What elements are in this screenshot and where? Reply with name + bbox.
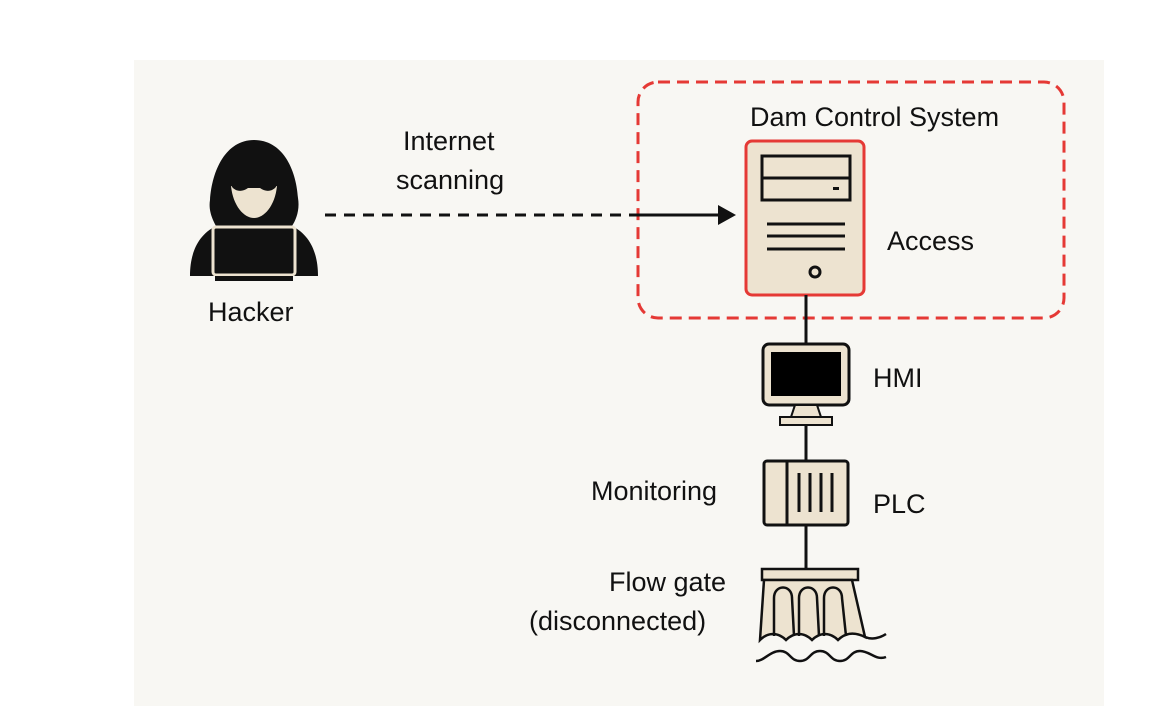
plc-side-label: Monitoring	[591, 476, 718, 506]
server-icon	[744, 139, 866, 297]
hmi-monitor-icon	[761, 342, 851, 426]
hacker-icon	[190, 140, 318, 281]
hacker-label: Hacker	[208, 297, 294, 327]
zone-title: Dam Control System	[750, 102, 1000, 132]
plc-icon	[762, 459, 850, 527]
flow-gate-icon	[755, 567, 887, 663]
server-label: Access	[887, 226, 975, 256]
arrow-head-icon	[718, 205, 736, 225]
gate-label-line2: (disconnected)	[529, 606, 707, 636]
scan-edge-label-line1: Internet	[403, 126, 495, 156]
gate-label-line1: Flow gate	[609, 567, 727, 597]
hmi-label: HMI	[873, 363, 923, 393]
dam-control-zone	[636, 80, 1066, 320]
diagram-canvas	[134, 60, 1104, 706]
plc-label: PLC	[873, 489, 926, 519]
scan-edge-label-line2: scanning	[396, 165, 505, 195]
